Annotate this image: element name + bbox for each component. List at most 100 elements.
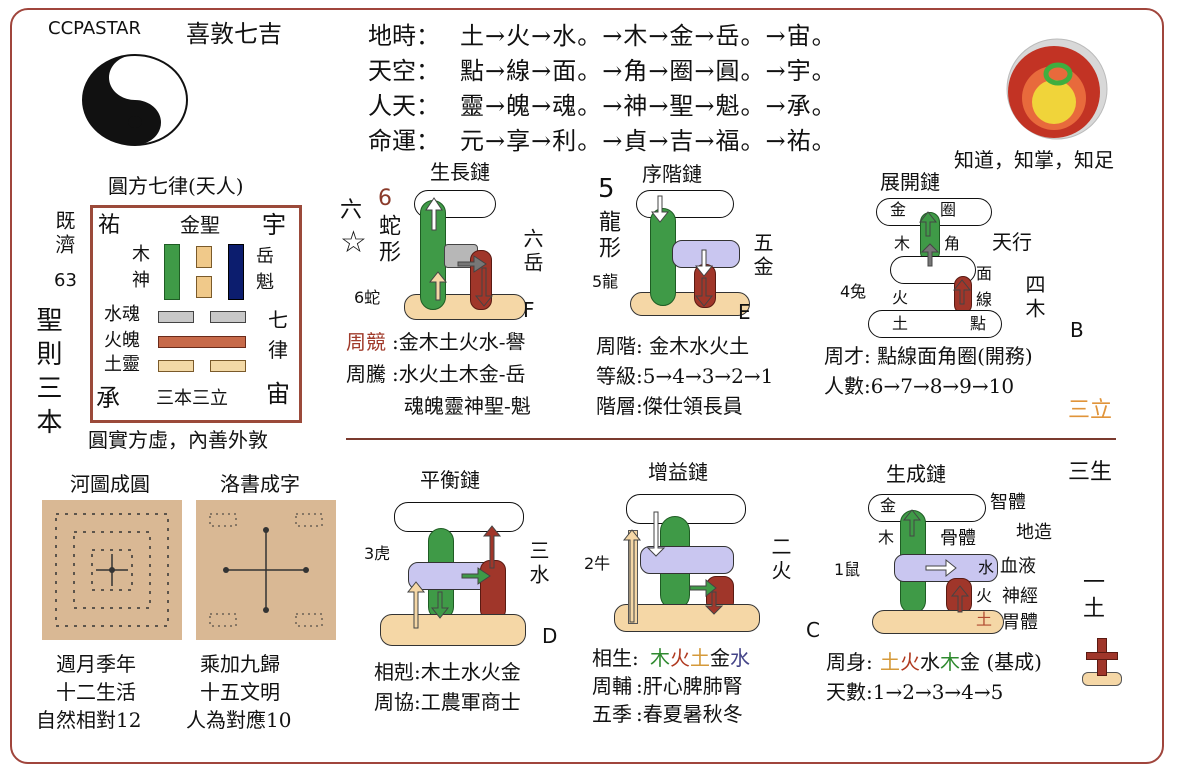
panel-d-count: 3虎 — [364, 544, 391, 563]
down-arrow-icon — [474, 267, 494, 307]
label-cheng: 承 — [96, 384, 120, 412]
panel-e-shape-label: 龍形 — [595, 210, 620, 262]
label-jiao: 角 — [944, 234, 961, 253]
nested-sphere-icon — [1006, 38, 1108, 140]
panel-a-line-head: 五季 — [592, 702, 632, 726]
label-huo: 火 — [976, 586, 993, 605]
panel-f-letter: F — [523, 298, 535, 322]
base-disk — [614, 604, 760, 632]
panel-c-letter: C — [806, 618, 820, 642]
panel-d-line: 相剋:木土水火金 — [374, 660, 521, 684]
down-arrow-icon — [650, 195, 670, 223]
row-sequence: 靈→魄→魂。→神→聖→魁。→承。 — [460, 92, 837, 120]
panel-d-line: 周協:工農軍商士 — [374, 690, 521, 714]
hetu-title: 河圖成圓 — [70, 472, 150, 496]
label-weiti: 胃體 — [1002, 612, 1038, 633]
panel-e-right-label: 五金 — [750, 232, 774, 280]
tan-bar — [158, 360, 194, 372]
label-qi: 七 — [268, 308, 288, 332]
label-mu: 木 — [894, 234, 911, 253]
mini-bar-icon — [1086, 652, 1118, 660]
colored-char: 水 — [920, 650, 940, 674]
label-tu: 土 — [892, 314, 909, 333]
panel-c-line: 天數:1→2→3→4→5 — [826, 680, 1004, 704]
panel-e-line: 周階: 金木水火土 — [596, 334, 750, 358]
top-cap — [394, 502, 524, 532]
colored-char: 火 — [900, 650, 920, 674]
up-arrow-icon — [902, 509, 922, 537]
colored-char: 金 (基成) — [960, 650, 1042, 674]
label-yue: 岳 — [256, 246, 274, 267]
separator — [346, 438, 1116, 440]
colored-char: 土 — [690, 646, 710, 670]
page-title: 喜敦七吉 — [186, 20, 282, 48]
up-arrow-icon — [425, 197, 443, 231]
panel-f-right-label: 六岳 — [520, 228, 544, 276]
label-dian: 點 — [970, 314, 987, 333]
panel-a-line-head: 相生: — [592, 646, 639, 670]
panel-e-line: 等級:5→4→3→2→1 — [596, 364, 774, 388]
down-arrow-icon — [694, 277, 714, 307]
row-label: 天空： — [368, 57, 440, 85]
yin-yang-icon — [82, 54, 188, 146]
panel-c-right-label: 一土 — [1079, 570, 1104, 622]
outer-frame — [10, 8, 1164, 764]
up-arrow-icon — [406, 581, 426, 629]
right-arrow-icon — [457, 255, 487, 273]
panel-a-right-label: 二火 — [768, 536, 792, 584]
panel-f-count: 6蛇 — [354, 288, 381, 307]
up-arrow-icon — [918, 211, 938, 237]
panel-e-count: 5龍 — [592, 272, 619, 291]
label-shui: 水 — [978, 558, 995, 577]
row-sequence: 土→火→水。→木→金→岳。→宙。 — [460, 22, 837, 50]
panel-f-left-mark: 六 — [340, 198, 363, 223]
brand: CCPASTAR — [48, 18, 141, 39]
up-arrow-icon — [950, 585, 970, 613]
label-mian: 面 — [976, 264, 993, 283]
panel-f-line-body: 魂魄靈神聖-魁 — [404, 394, 531, 418]
star-icon: ☆ — [340, 225, 367, 260]
panel-a-count: 2牛 — [584, 554, 611, 573]
row-label: 地時： — [368, 22, 440, 50]
tan-bar — [196, 246, 212, 268]
top-right-caption: 知道，知掌，知足 — [954, 148, 1114, 172]
luoshu-line: 人為對應10 — [186, 708, 292, 732]
colored-char: 木 — [650, 646, 670, 670]
label-shuihun: 水魂 — [104, 304, 140, 325]
rule-box — [90, 205, 302, 423]
panel-a-title: 增益鏈 — [648, 460, 708, 484]
luoshu-title: 洛書成字 — [220, 472, 300, 496]
panel-a-line-body: :肝心脾肺腎 — [636, 674, 743, 698]
panel-b-letter: B — [1070, 318, 1084, 342]
colored-char: 火 — [670, 646, 690, 670]
label-dizao: 地造 — [1016, 522, 1052, 543]
row-sequence: 元→享→利。→貞→吉→福。→祐。 — [460, 127, 837, 155]
label-shenjing: 神經 — [1002, 586, 1038, 607]
panel-b-line: 周才: 點線面角圈(開務) — [824, 344, 1033, 368]
luoshu-line: 十五文明 — [200, 680, 280, 704]
panel-a-line-parts: 木火土金水 — [650, 648, 750, 668]
label-jin: 金 — [890, 200, 907, 219]
green-bar — [164, 244, 180, 300]
right-arrow-icon — [461, 567, 491, 585]
panel-b-corner: 三立 — [1068, 398, 1113, 423]
panel-e-line: 階層:傑仕領長員 — [596, 394, 743, 418]
down-arrow-icon — [646, 511, 666, 557]
label-kui: 魁 — [256, 272, 274, 293]
label-gu: 骨體 — [940, 528, 976, 549]
label-shen: 神 — [132, 270, 150, 291]
colored-char: 金 — [710, 646, 730, 670]
hetu-line: 自然相對12 — [36, 708, 142, 732]
panel-e-title: 序階鏈 — [642, 162, 702, 186]
tan-bar — [210, 360, 246, 372]
right-arrow-icon — [689, 578, 717, 598]
label-tu: 土 — [976, 610, 993, 629]
up-arrow-icon — [428, 271, 448, 301]
side-label-63: 63 — [54, 270, 77, 291]
label-jinsheng: 金聖 — [180, 213, 220, 237]
label-xueye: 血液 — [1000, 556, 1036, 577]
hetu-line: 十二生活 — [56, 680, 136, 704]
up-arrow-icon — [952, 279, 972, 305]
panel-b-right-label: 天行 — [992, 230, 1032, 254]
red-bar — [158, 336, 246, 348]
